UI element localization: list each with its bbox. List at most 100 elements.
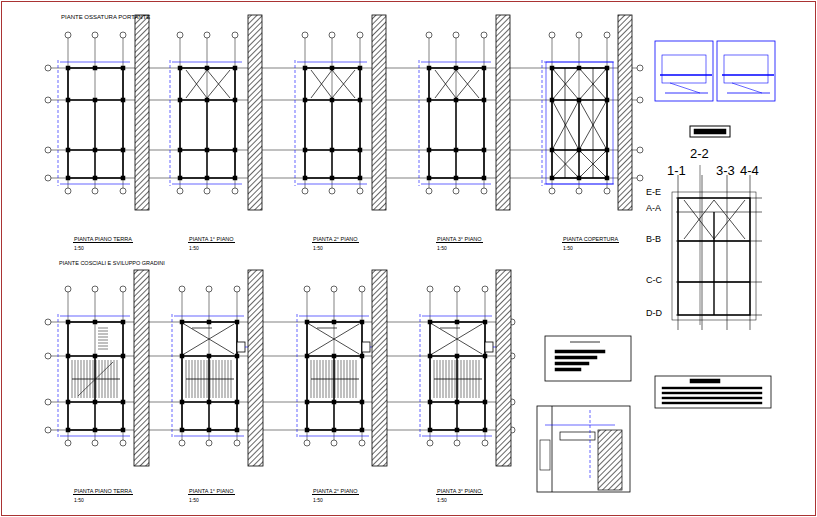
column [305, 400, 309, 404]
grid-bubble [637, 97, 643, 103]
column [358, 66, 362, 70]
drawing-line [311, 379, 359, 380]
column [66, 98, 70, 102]
grid-bubble [92, 32, 98, 38]
drawing-line [172, 184, 242, 185]
grid-bubble [331, 440, 337, 446]
grid-bubble [179, 440, 185, 446]
drawing-line [174, 316, 244, 317]
drawing-line [552, 406, 553, 492]
drawing-line [172, 62, 242, 63]
drawing-line [98, 346, 108, 347]
grid-bubble [637, 175, 643, 181]
grid-bubble [120, 286, 126, 292]
drawing-line [727, 93, 770, 94]
column [93, 176, 97, 180]
column [482, 176, 486, 180]
grid-bubble [45, 399, 51, 405]
drawing-line [60, 184, 130, 185]
column [330, 98, 334, 102]
drawing-line [435, 70, 456, 98]
grid-bubble [357, 32, 363, 38]
scale-label: 1:50 [73, 498, 85, 504]
column [93, 428, 97, 432]
drawing-line [94, 356, 95, 430]
grid-bubble [92, 440, 98, 446]
column [454, 98, 458, 102]
drawing-line [207, 70, 230, 98]
grid-bubble [427, 286, 433, 292]
detail-frame [537, 406, 630, 492]
column [121, 148, 125, 152]
column [455, 428, 459, 432]
drawing-line [684, 200, 714, 239]
drawing-line [590, 410, 591, 480]
column [428, 428, 432, 432]
plan-title: PIANTA PIANO TERRA [73, 236, 133, 243]
grid-bubble [234, 440, 240, 446]
grid-bubble [482, 440, 488, 446]
detail-wall [598, 430, 622, 490]
drawing-line [317, 328, 337, 329]
drawing-line [676, 282, 762, 283]
column [207, 354, 211, 358]
column [235, 354, 239, 358]
column [233, 176, 237, 180]
scale-label: 1:50 [436, 498, 448, 504]
grid-bubble [576, 32, 582, 38]
column [207, 320, 211, 324]
grid-bubble [481, 188, 487, 194]
drawing-line [209, 292, 210, 440]
grid-bubble [177, 32, 183, 38]
column [427, 98, 431, 102]
note-line [662, 387, 762, 389]
column [427, 176, 431, 180]
drawing-line [95, 292, 96, 440]
drawing-line [455, 100, 456, 178]
column [360, 428, 364, 432]
thumbnail-part [662, 55, 706, 83]
section-label: 3-3 [715, 164, 736, 178]
plan-title: PIANTE COSCIALI E SVILUPPO GRADINI [58, 260, 166, 266]
grid-bubble [304, 440, 310, 446]
drawing-line [60, 436, 130, 437]
grid-bubble [65, 286, 71, 292]
drawing-line [334, 292, 335, 440]
column [454, 176, 458, 180]
column [235, 400, 239, 404]
column [180, 400, 184, 404]
drawing-line [714, 200, 745, 239]
column [303, 148, 307, 152]
scale-label: 1:50 [562, 246, 574, 252]
plan-title: PIANTA 3° PIANO [436, 488, 483, 495]
column [358, 98, 362, 102]
column [205, 98, 209, 102]
grid-bubble [92, 188, 98, 194]
drawing-line [186, 70, 207, 98]
drawing-line [552, 68, 579, 100]
drawing-line [78, 362, 113, 396]
grid-bubble [549, 188, 555, 194]
column [66, 400, 70, 404]
drawing-line [297, 184, 367, 185]
column [428, 320, 432, 324]
grid-bubble [304, 286, 310, 292]
drawing-line [311, 70, 332, 98]
drawing-line [98, 331, 108, 332]
column [427, 66, 431, 70]
drawing-line [299, 436, 369, 437]
opening [485, 342, 493, 352]
column [205, 176, 209, 180]
legend-box [545, 336, 631, 381]
plan-outline [182, 322, 237, 430]
drawing-line [713, 212, 714, 315]
column [358, 176, 362, 180]
drawing-line [565, 68, 566, 178]
drawing-line [98, 340, 108, 341]
drawing-line [333, 356, 334, 430]
opening [237, 342, 245, 352]
column [178, 66, 182, 70]
hatched-wall [248, 270, 263, 466]
drawing-line [660, 74, 712, 76]
